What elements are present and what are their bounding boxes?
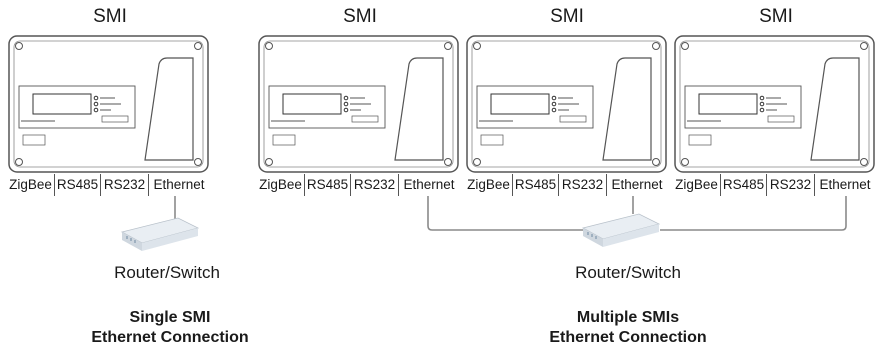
smi-title-4: SMI bbox=[759, 6, 793, 27]
caption-single-line2: Ethernet Connection bbox=[91, 329, 249, 346]
smi-device-2 bbox=[258, 35, 459, 173]
smi-device-4 bbox=[674, 35, 875, 173]
port-zigbee: ZigBee bbox=[673, 174, 721, 196]
port-strip-2: ZigBee RS485 RS232 Ethernet bbox=[257, 174, 459, 196]
port-strip-1: ZigBee RS485 RS232 Ethernet bbox=[7, 174, 209, 196]
wire-multi-right bbox=[660, 196, 847, 231]
smi-title-3: SMI bbox=[550, 6, 584, 27]
port-ethernet: Ethernet bbox=[153, 177, 205, 192]
port-rs485: RS485 bbox=[721, 174, 767, 196]
caption-single: Single SMI Ethernet Connection bbox=[40, 308, 300, 348]
router-icon-single bbox=[120, 217, 200, 251]
port-ethernet: Ethernet bbox=[611, 177, 663, 192]
smi-device-1 bbox=[8, 35, 209, 173]
router-icon-multiple bbox=[581, 213, 661, 247]
wire-multi-left bbox=[427, 196, 592, 231]
port-strip-3: ZigBee RS485 RS232 Ethernet bbox=[465, 174, 667, 196]
port-zigbee: ZigBee bbox=[257, 174, 305, 196]
port-zigbee: ZigBee bbox=[7, 174, 55, 196]
port-rs232: RS232 bbox=[101, 174, 149, 196]
router-label-multiple: Router/Switch bbox=[575, 263, 681, 282]
port-rs232: RS232 bbox=[351, 174, 399, 196]
caption-single-line1: Single SMI bbox=[129, 309, 211, 326]
caption-multiple: Multiple SMIs Ethernet Connection bbox=[498, 308, 758, 348]
caption-multiple-line2: Ethernet Connection bbox=[549, 329, 707, 346]
caption-multiple-line1: Multiple SMIs bbox=[576, 309, 680, 326]
port-rs485: RS485 bbox=[55, 174, 101, 196]
port-ethernet: Ethernet bbox=[819, 177, 871, 192]
port-rs232: RS232 bbox=[559, 174, 607, 196]
port-rs485: RS485 bbox=[305, 174, 351, 196]
smi-device-3 bbox=[466, 35, 667, 173]
port-rs232: RS232 bbox=[767, 174, 815, 196]
port-zigbee: ZigBee bbox=[465, 174, 513, 196]
smi-title-2: SMI bbox=[343, 6, 377, 27]
port-ethernet: Ethernet bbox=[403, 177, 455, 192]
router-label-single: Router/Switch bbox=[114, 263, 220, 282]
smi-title-1: SMI bbox=[93, 6, 127, 27]
port-rs485: RS485 bbox=[513, 174, 559, 196]
port-strip-4: ZigBee RS485 RS232 Ethernet bbox=[673, 174, 875, 196]
